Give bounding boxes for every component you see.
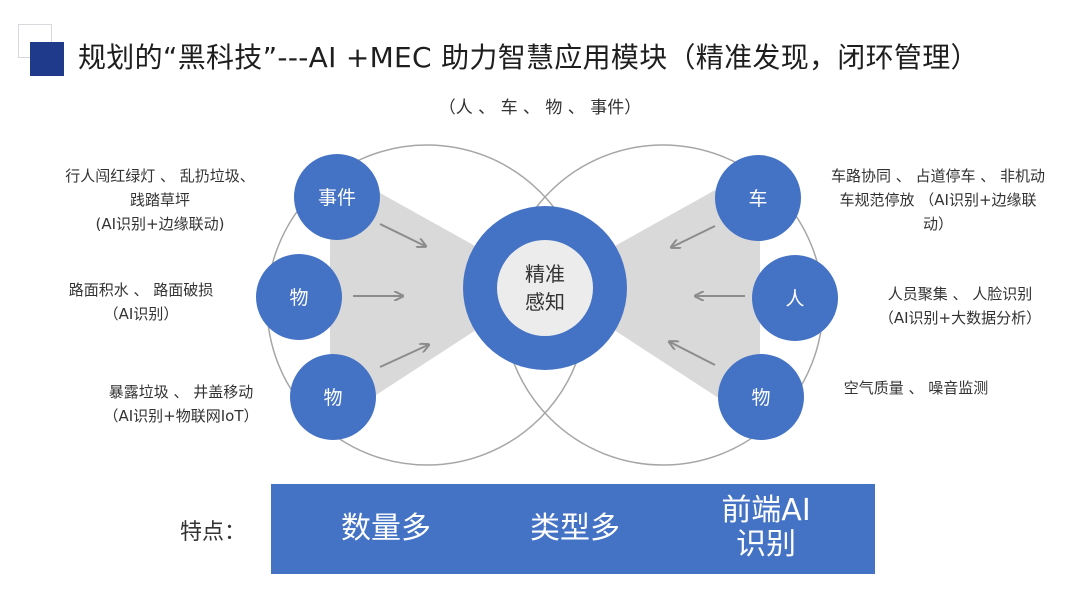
- node-right-vehicle-label: 车: [748, 188, 767, 210]
- node-left-object-2-label: 物: [323, 387, 342, 409]
- features-bar: 数量多 类型多 前端AI 识别: [271, 484, 875, 574]
- feature-edge-ai-line2: 识别: [736, 527, 796, 562]
- right-vehicle-description: 车路协同 、 占道停车 、 非机动 车规范停放 （AI识别+边缘联 动）: [822, 164, 1054, 236]
- arrow-right-top: [672, 225, 716, 247]
- node-left-object-2: [290, 354, 376, 440]
- center-label-line2: 感知: [525, 290, 565, 314]
- node-left-event: [294, 154, 380, 240]
- left-event-desc-line1: 行人闯红绿灯 、 乱扔垃圾、: [65, 167, 255, 185]
- feature-edge-ai: 前端AI 识别: [691, 494, 841, 562]
- left-object-2-description: 暴露垃圾 、 井盖移动 （AI识别+物联网IoT）: [86, 380, 276, 428]
- left-object-2-desc-line1: 暴露垃圾 、 井盖移动: [108, 383, 254, 401]
- node-left-event-label: 事件: [318, 187, 356, 209]
- diagram-subtitle: （人 、 车 、 物 、 事件）: [438, 98, 642, 118]
- center-inner-circle: [497, 240, 593, 336]
- left-object-2-desc-line2: （AI识别+物联网IoT）: [103, 407, 259, 425]
- page-title: 规划的“黑科技”---AI +MEC 助力智慧应用模块（精准发现，闭环管理）: [78, 41, 979, 74]
- right-vehicle-desc-line1: 车路协同 、 占道停车 、 非机动: [830, 167, 1046, 185]
- right-person-desc-line2: （AI识别+大数据分析）: [878, 309, 1042, 327]
- title-marker-square: [30, 42, 64, 76]
- left-event-desc-line3: (AI识别+边缘联动): [95, 215, 225, 233]
- right-object-desc-line1: 空气质量 、 噪音监测: [843, 379, 989, 397]
- right-person-desc-line1: 人员聚集 、 人脸识别: [887, 285, 1033, 303]
- arrow-left-top: [379, 223, 425, 246]
- node-right-person: [752, 255, 838, 341]
- node-right-object-label: 物: [751, 387, 770, 409]
- node-right-vehicle: [715, 155, 801, 241]
- left-event-description: 行人闯红绿灯 、 乱扔垃圾、 践踏草坪 (AI识别+边缘联动): [40, 164, 280, 236]
- left-object-1-desc-line1: 路面积水 、 路面破损: [68, 281, 214, 299]
- arrow-left-bottom: [379, 345, 428, 368]
- feature-quantity: 数量多: [341, 511, 431, 546]
- right-object-description: 空气质量 、 噪音监测: [828, 376, 1004, 400]
- right-vehicle-desc-line2: 车规范停放 （AI识别+边缘联: [839, 191, 1037, 209]
- right-person-description: 人员聚集 、 人脸识别 （AI识别+大数据分析）: [862, 282, 1058, 330]
- left-event-desc-line2: 践踏草坪: [129, 191, 190, 209]
- node-right-person-label: 人: [785, 288, 804, 310]
- venn-diagram: 事件 物 物 车 人 物 精准 感知: [256, 144, 838, 466]
- left-shaded-wedge: [330, 165, 545, 425]
- arrow-right-bottom: [670, 342, 716, 366]
- features-label: 特点：: [180, 520, 247, 545]
- node-left-object-1-label: 物: [289, 287, 308, 309]
- right-vehicle-desc-line3: 动）: [922, 215, 953, 233]
- feature-types: 类型多: [530, 511, 620, 546]
- left-object-1-description: 路面积水 、 路面破损 （AI识别）: [36, 278, 246, 326]
- node-left-object-1: [256, 254, 342, 340]
- left-object-1-desc-line2: （AI识别）: [103, 305, 179, 323]
- node-right-object: [718, 354, 804, 440]
- center-label-line1: 精准: [525, 262, 565, 286]
- feature-edge-ai-line1: 前端AI: [721, 493, 811, 528]
